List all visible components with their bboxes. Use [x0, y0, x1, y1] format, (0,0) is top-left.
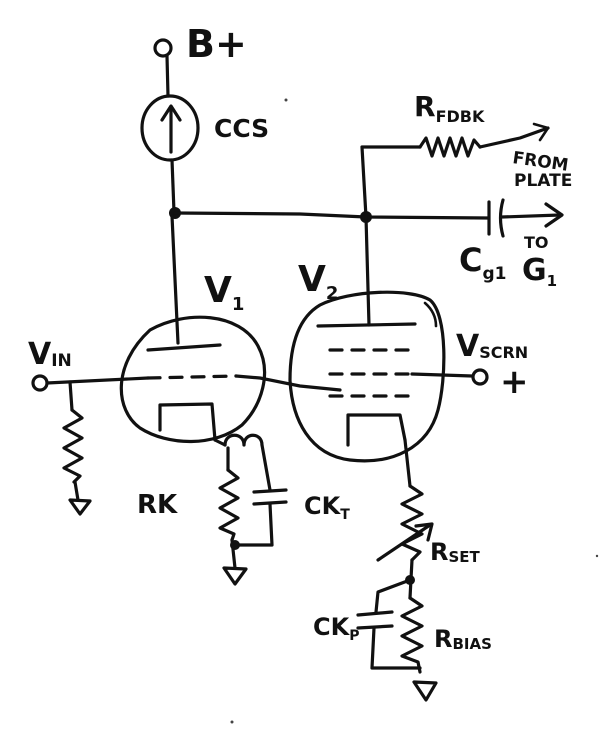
rk-label: RK [137, 490, 178, 520]
to-label: TO [524, 233, 549, 252]
rset-adjust-arrow-line [376, 523, 432, 562]
vscrn-plus-label: + [500, 362, 529, 402]
rk-resistor [218, 468, 240, 542]
output-arrow [544, 202, 564, 228]
rset-label: RSET [430, 538, 481, 566]
v1-cathode-lead [213, 438, 227, 447]
v1-grid [146, 374, 238, 380]
ckt-bottom-wire [233, 502, 274, 547]
ccs-label: CCS [214, 114, 269, 143]
v2-envelope-tip [423, 301, 438, 328]
plate-label: PLATE [514, 171, 572, 191]
rfdbk-resistor [418, 136, 482, 158]
output-bus-wire [173, 211, 490, 220]
rset-adjust-arrow-head [414, 522, 434, 542]
rset-resistor [400, 484, 424, 562]
grid-leak-ground-wire [73, 480, 80, 502]
rfdbk-label: RFDBK [414, 90, 485, 126]
vin-wire [45, 376, 150, 385]
ckt-plate-top [252, 488, 288, 494]
v2-plate-lead [364, 215, 371, 327]
rset-top-wire [403, 438, 412, 488]
vin-terminal [31, 374, 49, 392]
vin-label: VIN [28, 337, 72, 372]
ccs-symbol [140, 94, 200, 162]
rbias-ground [412, 680, 438, 702]
v2-label: V2 [298, 259, 338, 304]
vscrn-label: VSCRN [456, 329, 528, 364]
grid-leak-resistor [62, 408, 84, 484]
bplus-terminal [153, 38, 173, 58]
to-g1-label: G1 [522, 253, 557, 290]
interstage-wire [234, 374, 342, 392]
output-wire [500, 213, 562, 219]
ckp-bottom-wire [370, 626, 422, 670]
cg1-label: Cg1 [459, 241, 506, 284]
v2-plate [316, 322, 417, 328]
ckt-label: CKT [304, 492, 350, 523]
ccs-to-node-wire [170, 158, 176, 214]
v1-plate [146, 343, 222, 352]
v1-tube-envelope [119, 315, 267, 444]
ckp-label: CKP [313, 613, 359, 644]
from-plate-arrow [532, 122, 550, 142]
rbias-resistor [400, 596, 424, 674]
v1-cathode [158, 402, 217, 442]
ckp-top-wire [374, 578, 412, 614]
grid-leak-ground [68, 498, 92, 516]
vscrn-wire [410, 372, 474, 378]
ckt-wire-loop [223, 433, 264, 447]
v2-tube-envelope [288, 290, 446, 463]
ckt-top-wire [260, 443, 272, 492]
cg1-capacitor [487, 198, 505, 238]
rk-ground [222, 566, 248, 586]
v1-label: V1 [204, 270, 244, 315]
from-plate-wire [478, 126, 550, 149]
vscrn-terminal [471, 368, 489, 386]
feedback-wire [360, 145, 422, 219]
grid-leak-wire [68, 380, 74, 412]
v1-plate-lead [170, 214, 180, 345]
rk-ground-wire [230, 538, 237, 570]
v2-cathode [346, 413, 407, 447]
ckp-plate-top [356, 610, 394, 617]
bplus-wire [165, 54, 170, 98]
bplus-label: B+ [186, 22, 247, 66]
rbias-label: RBIAS [434, 625, 492, 653]
